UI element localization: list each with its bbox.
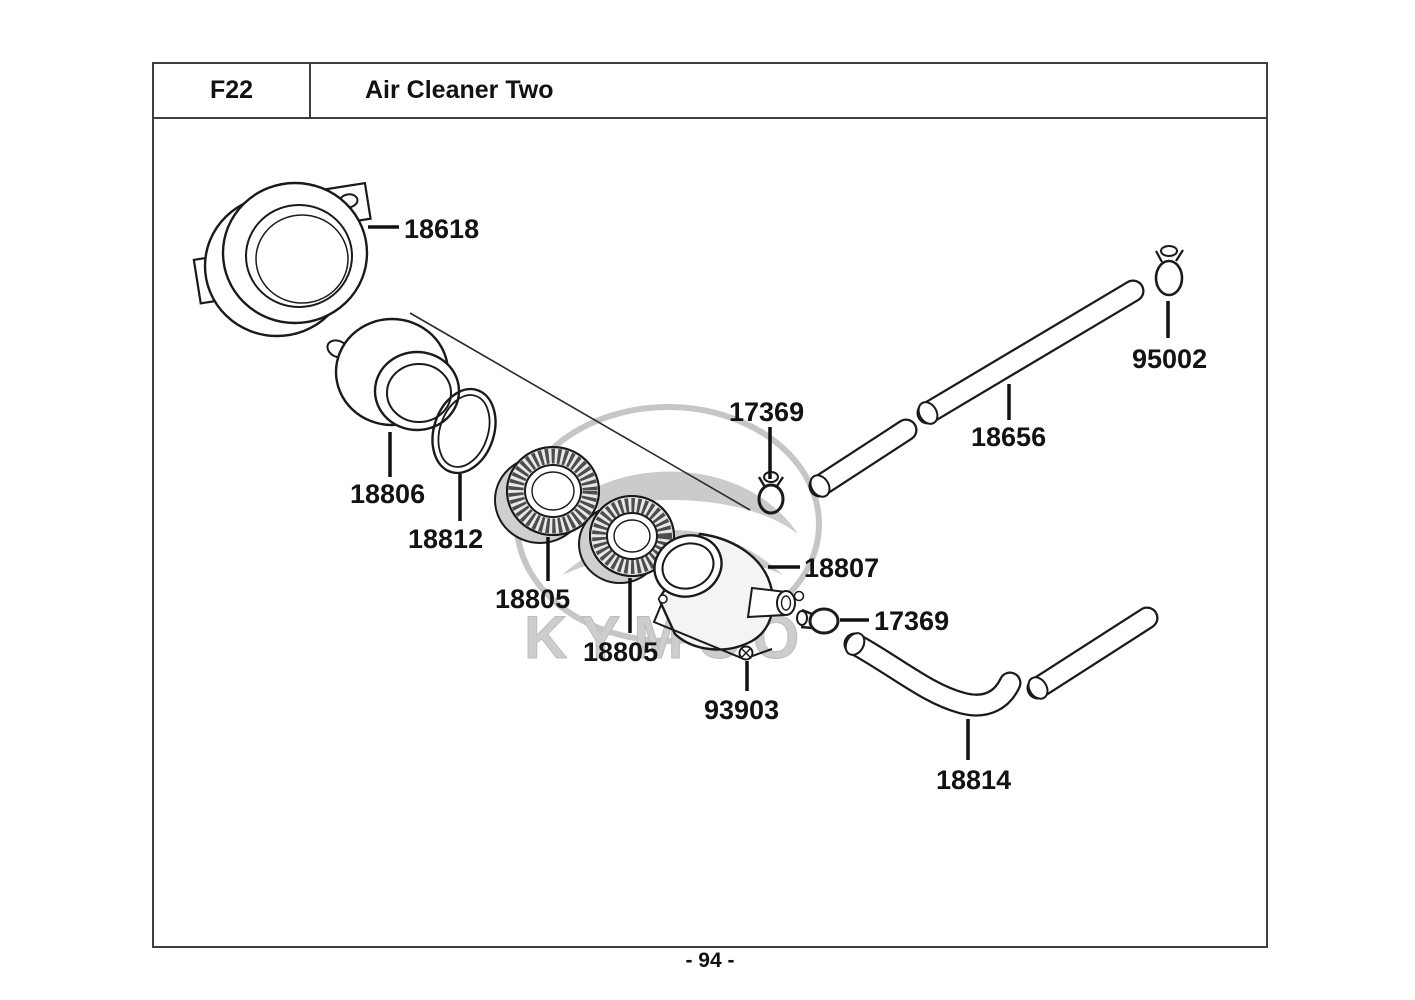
part-18807-case bbox=[652, 532, 805, 661]
part-label-18806: 18806 bbox=[350, 479, 425, 509]
header: F22 Air Cleaner Two bbox=[154, 64, 1266, 119]
part-18814-bent-tube bbox=[843, 606, 1159, 717]
part-label-18656: 18656 bbox=[971, 422, 1046, 452]
part-label-18805-second: 18805 bbox=[583, 637, 658, 667]
leader-lines bbox=[368, 225, 1170, 760]
page-number: - 94 - bbox=[685, 949, 735, 972]
section-code: F22 bbox=[209, 76, 254, 104]
section-code-box: F22 bbox=[154, 64, 311, 117]
part-18812-oring bbox=[431, 387, 497, 475]
part-labels: 18618 95002 18656 17369 18806 18812 1880… bbox=[350, 214, 1207, 795]
part-18805-filter-2 bbox=[578, 495, 675, 584]
part-label-95002: 95002 bbox=[1132, 344, 1207, 374]
part-18618-joint-flange bbox=[192, 181, 372, 338]
part-17369-clamp-2 bbox=[796, 607, 840, 635]
part-label-18812: 18812 bbox=[408, 524, 483, 554]
part-label-18618: 18618 bbox=[404, 214, 479, 244]
part-label-18805-first: 18805 bbox=[495, 584, 570, 614]
part-label-18807: 18807 bbox=[804, 553, 879, 583]
part-label-17369-top: 17369 bbox=[729, 397, 804, 427]
part-label-18814: 18814 bbox=[936, 765, 1011, 795]
part-18656-tube bbox=[808, 279, 1145, 498]
part-95002-clamp bbox=[1154, 245, 1184, 297]
assembly-axis-line bbox=[409, 312, 751, 511]
part-label-93903: 93903 bbox=[704, 695, 779, 725]
part-label-17369-bottom: 17369 bbox=[874, 606, 949, 636]
part-18806-cover bbox=[326, 317, 461, 432]
diagram-title: Air Cleaner Two bbox=[365, 76, 554, 104]
part-17369-clamp-1 bbox=[757, 471, 785, 515]
part-93903-screw bbox=[738, 645, 754, 661]
part-18805-filter-1 bbox=[494, 446, 600, 544]
